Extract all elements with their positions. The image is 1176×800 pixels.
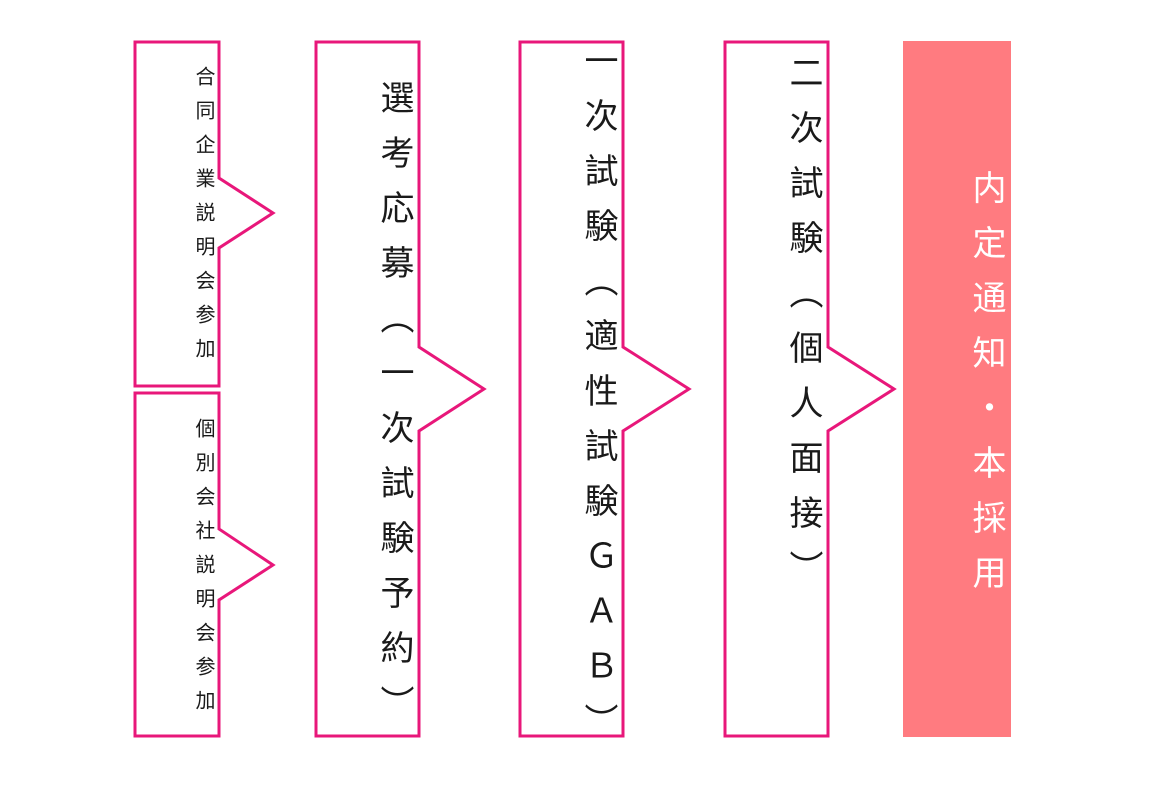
step5-label: 内定通知・本採用 — [966, 170, 1006, 610]
step4-box — [723, 40, 897, 738]
step1a-label: 合同企業説明会参加 — [192, 66, 216, 372]
step3-label: 一次試験（適性試験ＧＡＢ） — [578, 42, 618, 758]
step1b-box — [133, 391, 276, 738]
step3-box — [518, 40, 692, 738]
step1b-label: 個別会社説明会参加 — [192, 418, 216, 724]
step2-box — [314, 40, 487, 738]
step4-label: 二次試験（個人面接） — [783, 55, 823, 605]
step5-box — [903, 41, 1011, 737]
step1a-box — [133, 40, 276, 388]
step2-label: 選考応募（一次試験予約） — [374, 80, 414, 740]
